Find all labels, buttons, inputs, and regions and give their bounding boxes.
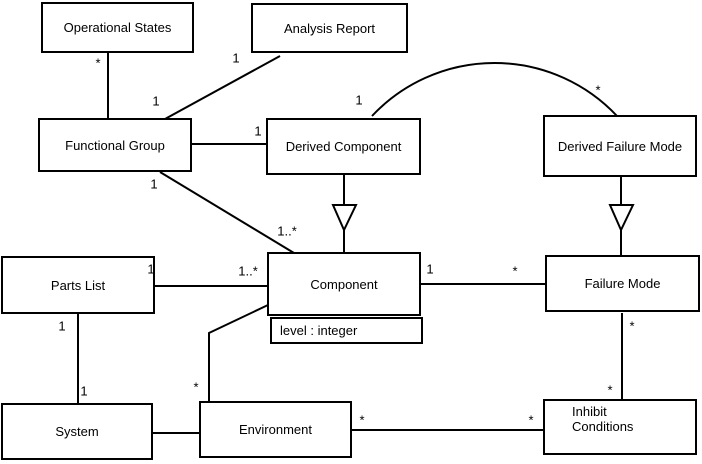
generalization-derived-component-component	[331, 175, 358, 253]
mult-functional-group-end-of-component: 1	[150, 176, 158, 192]
class-component-attribute-compartment[interactable]: level : integer	[270, 317, 423, 344]
mult-functional-group-end-of-analysis-report: 1	[152, 93, 160, 109]
class-name: Parts List	[50, 277, 106, 293]
mult-analysis-report-end: 1	[232, 50, 240, 66]
mult-failure-mode-end-of-component: *	[512, 263, 518, 279]
class-name: Operational States	[63, 20, 172, 35]
class-component[interactable]: Component	[267, 252, 421, 316]
assoc-component-environment	[208, 304, 269, 401]
mult-component-end-of-functional-group: 1..*	[277, 223, 297, 239]
class-parts-list[interactable]: Parts List	[1, 256, 155, 314]
class-system[interactable]: System	[1, 403, 153, 460]
mult-inhibit-conditions-end-of-failure-mode: *	[607, 382, 613, 398]
class-derived-component[interactable]: Derived Component	[266, 118, 421, 175]
class-name: Derived Failure Mode	[557, 138, 683, 154]
class-name: Analysis Report	[283, 20, 376, 36]
mult-system-end-of-parts-list: 1	[80, 383, 88, 399]
class-environment[interactable]: Environment	[199, 401, 352, 458]
mult-parts-list-end-of-component: 1	[147, 261, 155, 277]
class-analysis-report[interactable]: Analysis Report	[251, 3, 408, 53]
class-failure-mode[interactable]: Failure Mode	[545, 255, 700, 312]
mult-environment-end-of-component: *	[193, 379, 199, 395]
attribute-label: level : integer	[280, 323, 358, 338]
mult-derived-component-end-of-arc: 1	[355, 92, 363, 108]
assoc-derived-component-derived-failure-mode	[371, 61, 618, 117]
class-name: Inhibit Conditions	[572, 404, 634, 434]
class-inhibit-conditions[interactable]: Inhibit Conditions	[543, 399, 697, 455]
class-name: Functional Group	[65, 137, 165, 153]
generalization-derived-failure-mode-failure-mode	[608, 177, 635, 256]
generalization-triangle-icon	[331, 204, 358, 233]
assoc-functional-group-component	[159, 171, 295, 254]
mult-derived-failure-mode-end-of-arc: *	[595, 82, 601, 98]
mult-parts-list-end-of-system: 1	[58, 318, 66, 334]
mult-operational-states-end: *	[95, 55, 101, 71]
mult-component-end-of-failure-mode: 1	[426, 261, 434, 277]
class-functional-group[interactable]: Functional Group	[38, 118, 192, 172]
class-derived-failure-mode[interactable]: Derived Failure Mode	[543, 115, 697, 177]
mult-derived-component-end-of-functional-group: 1	[254, 123, 262, 139]
class-name: Component	[310, 276, 378, 292]
generalization-triangle-icon	[608, 204, 635, 233]
assoc-analysis-report-functional-group	[164, 55, 281, 120]
class-name: Derived Component	[285, 139, 402, 154]
mult-component-end-of-parts-list: 1..*	[238, 263, 258, 279]
class-operational-states[interactable]: Operational States	[41, 2, 194, 53]
class-name: Failure Mode	[584, 276, 661, 291]
mult-inhibit-conditions-end-of-environment: *	[528, 412, 534, 428]
class-name: Environment	[239, 422, 312, 437]
mult-failure-mode-end-of-inhibit-conditions: *	[629, 318, 635, 334]
class-name: System	[55, 424, 99, 439]
mult-environment-end-of-inhibit-conditions: *	[359, 412, 365, 428]
